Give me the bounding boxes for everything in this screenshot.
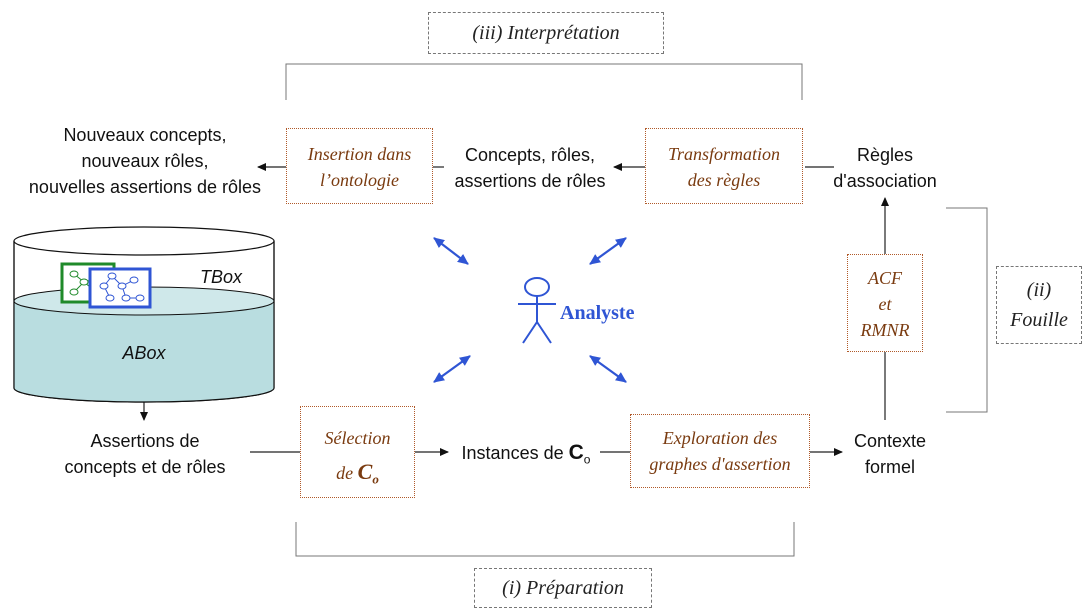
assertions-node: Assertions de concepts et de rôles xyxy=(40,428,250,480)
association-rules-line-1: Règles xyxy=(856,145,914,165)
phase-interpretation-label: (iii) Interprétation xyxy=(472,22,620,44)
phase-fouille: (ii) Fouille xyxy=(996,266,1082,344)
transformation-line-2: des règles xyxy=(687,170,761,190)
selection-line-2: de Co xyxy=(301,455,414,497)
new-concepts-line-3: nouvelles assertions de rôles xyxy=(28,177,262,197)
instances-prefix: Instances de xyxy=(461,443,569,463)
analyst-figure-icon xyxy=(518,277,556,344)
transformation-line-1: Transformation xyxy=(667,144,781,164)
new-concepts-line-2: nouveaux rôles, xyxy=(81,151,209,171)
selection-line-1: Sélection xyxy=(324,428,391,448)
selection-process-box: Sélection de Co xyxy=(300,406,415,498)
assertions-line-2: concepts et de rôles xyxy=(64,457,226,477)
exploration-line-2: graphes d'assertion xyxy=(649,454,791,474)
formal-context-node: Contexte formel xyxy=(840,428,940,480)
association-rules-node: Règles d'association xyxy=(830,142,940,194)
analyst-insertion-arrow xyxy=(433,237,469,265)
interpretation-bracket xyxy=(285,63,803,100)
analyst-exploration-arrow xyxy=(589,355,627,383)
acf-line-2: et xyxy=(878,294,892,314)
formal-context-line-1: Contexte xyxy=(853,431,927,451)
insertion-line-2: l’ontologie xyxy=(320,170,399,190)
analyst-transformation-arrow xyxy=(589,237,627,265)
instances-symbol: C xyxy=(568,441,584,464)
exploration-line-1: Exploration des xyxy=(662,428,778,448)
new-concepts-node: Nouveaux concepts, nouveaux rôles, nouve… xyxy=(0,122,290,200)
formal-context-line-2: formel xyxy=(864,457,915,477)
insertion-process-box: Insertion dans l’ontologie xyxy=(286,128,433,204)
selection-prefix: de xyxy=(336,463,358,483)
tbox-graph-blue-icon xyxy=(88,267,152,309)
preparation-bracket xyxy=(295,522,795,557)
assertions-line-1: Assertions de xyxy=(90,431,200,451)
acf-rmnr-process-box: ACF et RMNR xyxy=(847,254,923,352)
insertion-line-1: Insertion dans xyxy=(307,144,412,164)
selection-symbol: C xyxy=(357,459,373,484)
knowledge-base-cylinder-icon xyxy=(13,226,275,403)
analyst-label: Analyste xyxy=(560,302,635,324)
fouille-bracket xyxy=(946,207,988,413)
transformation-process-box: Transformation des règles xyxy=(645,128,803,204)
phase-fouille-number: (ii) xyxy=(1026,279,1052,301)
instances-subscript: o xyxy=(583,452,591,467)
concepts-roles-line-1: Concepts, rôles, xyxy=(464,145,596,165)
instances-node: Instances de Co xyxy=(452,440,600,473)
analyst-selection-arrow xyxy=(433,355,471,383)
association-rules-line-2: d'association xyxy=(833,171,937,191)
phase-interpretation: (iii) Interprétation xyxy=(428,12,664,54)
concepts-roles-line-2: assertions de rôles xyxy=(454,171,606,191)
concepts-roles-node: Concepts, rôles, assertions de rôles xyxy=(440,142,620,194)
acf-line-1: ACF xyxy=(868,268,902,288)
new-concepts-line-1: Nouveaux concepts, xyxy=(63,125,227,145)
acf-line-3: RMNR xyxy=(860,320,910,340)
exploration-process-box: Exploration des graphes d'assertion xyxy=(630,414,810,488)
phase-fouille-label: Fouille xyxy=(1010,309,1068,331)
phase-preparation: (i) Préparation xyxy=(474,568,652,608)
tbox-label: TBox xyxy=(200,267,243,287)
selection-subscript: o xyxy=(372,471,379,487)
phase-preparation-label: (i) Préparation xyxy=(502,577,624,599)
abox-label: ABox xyxy=(122,343,166,363)
